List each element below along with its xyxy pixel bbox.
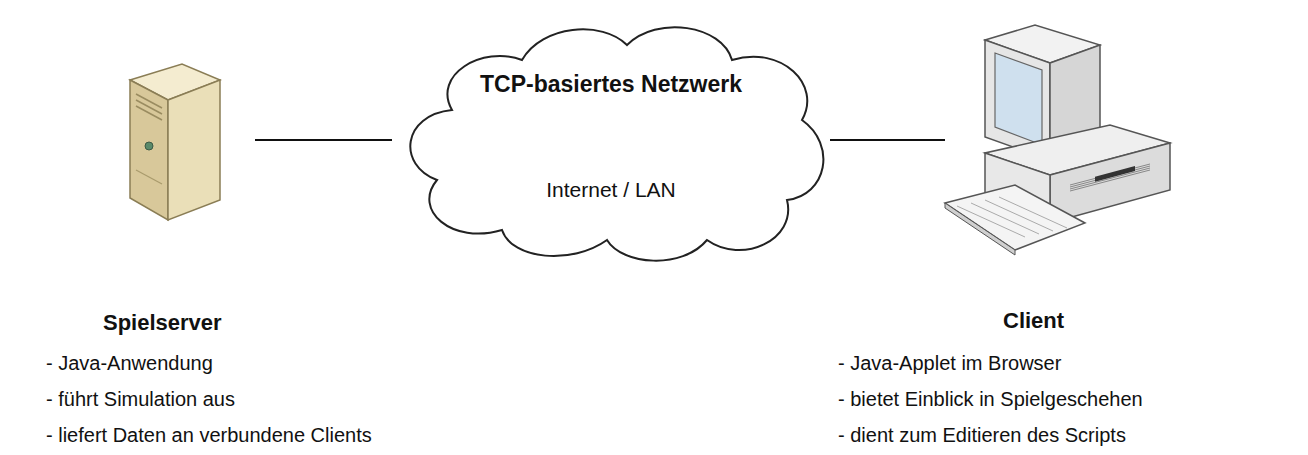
client-node: Client- Java-Applet im Browser- bietet E…: [945, 25, 1177, 255]
network-link: [255, 139, 392, 141]
client-illustration: [945, 25, 1177, 255]
node-text: - dient zum Editieren des Scripts: [838, 424, 1126, 447]
node-text: - liefert Daten an verbundene Clients: [46, 424, 372, 447]
server-node: Spielserver- Java-Anwendung- führt Simul…: [112, 50, 255, 230]
node-text: - Java-Anwendung: [46, 352, 213, 375]
network-cloud: TCP-basiertes NetzwerkInternet / LAN: [392, 15, 830, 265]
node-text: - Java-Applet im Browser: [838, 352, 1061, 375]
server-illustration: [112, 50, 255, 230]
node-heading: Client: [1003, 308, 1064, 333]
node-text: Internet / LAN: [392, 178, 830, 202]
network-link: [830, 139, 945, 141]
node-heading: TCP-basiertes Netzwerk: [392, 66, 830, 103]
node-text: - führt Simulation aus: [46, 388, 235, 411]
cloud-illustration: [392, 15, 830, 265]
node-heading: Spielserver: [103, 310, 222, 335]
node-text: - bietet Einblick in Spielgeschehen: [838, 388, 1143, 411]
